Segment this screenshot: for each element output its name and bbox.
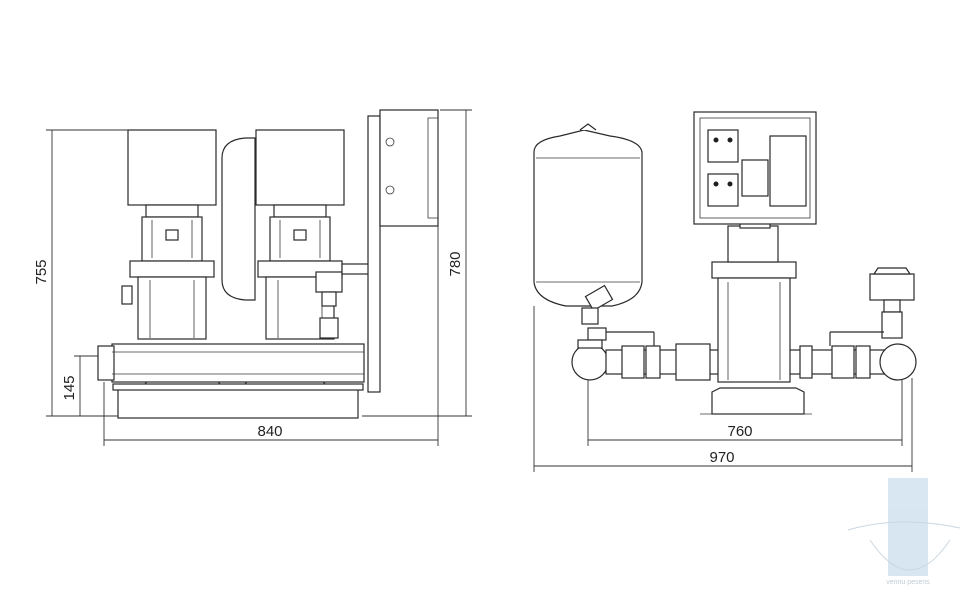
dim-side-height: 755 — [33, 259, 50, 284]
side-motor-1 — [127, 129, 217, 206]
front-tank-valve — [581, 307, 599, 325]
front-pressure-switch — [869, 273, 915, 301]
side-base-frame — [117, 387, 359, 419]
side-manifold — [111, 343, 365, 383]
watermark-logo: vennu pesens — [847, 478, 961, 586]
side-valve — [319, 317, 339, 339]
side-pump-2 — [255, 129, 345, 340]
side-base-rail — [112, 383, 364, 391]
side-motor-2 — [255, 129, 345, 206]
front-right-header — [879, 343, 917, 381]
side-pressure-switch — [315, 271, 343, 293]
front-tank — [533, 129, 643, 307]
dim-front-total-width: 970 — [709, 449, 734, 466]
side-control-panel — [379, 109, 439, 227]
side-view: 755 145 780 840 — [33, 109, 472, 446]
watermark-text: vennu pesens — [886, 579, 930, 586]
side-pump-1 — [121, 129, 217, 340]
side-tank — [221, 137, 256, 301]
front-left-header — [571, 343, 609, 381]
dim-side-width: 840 — [257, 423, 282, 440]
front-view: 760 970 — [533, 111, 917, 472]
front-pump-base — [711, 387, 805, 415]
dim-front-pipe-width: 760 — [727, 423, 752, 440]
side-support-post — [367, 115, 381, 393]
side-manifold-cap — [97, 345, 115, 381]
dim-side-panel: 780 — [447, 251, 464, 276]
front-pump-body — [717, 277, 791, 383]
dim-side-base: 145 — [61, 375, 78, 400]
front-pump-top-flange — [711, 261, 797, 279]
